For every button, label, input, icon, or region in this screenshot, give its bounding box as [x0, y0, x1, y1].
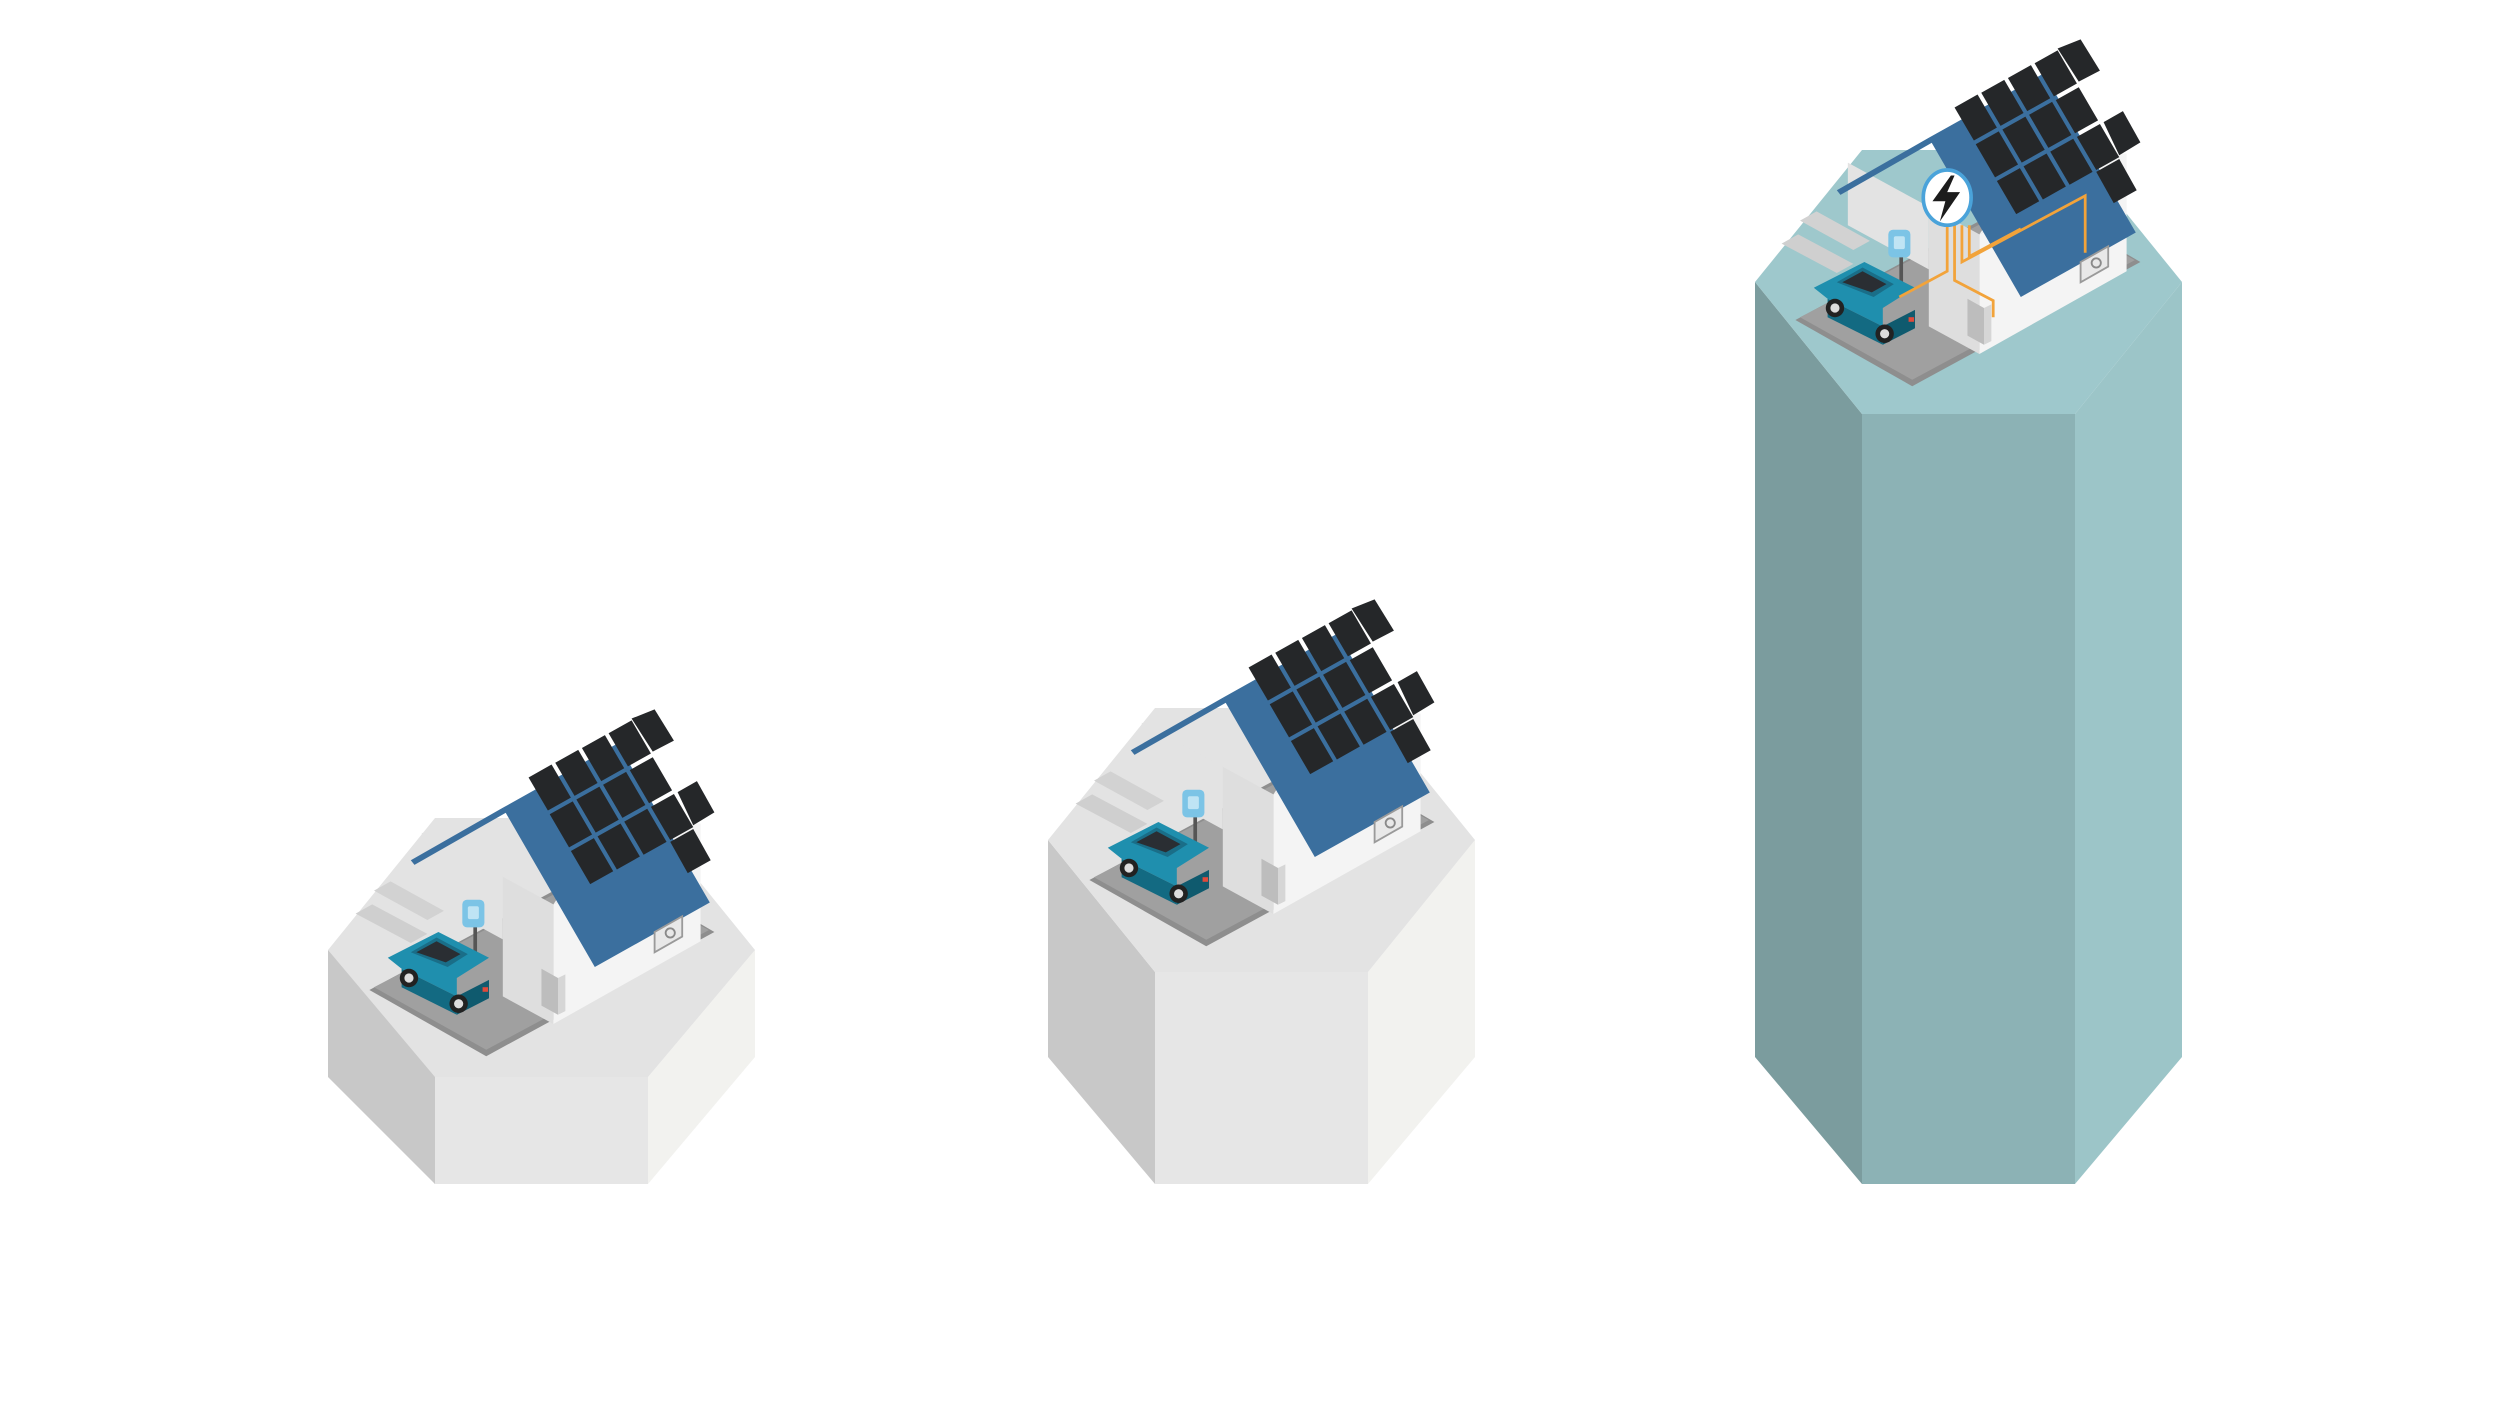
house-large [1780, 39, 2142, 388]
column-medium [1048, 599, 1475, 1184]
column-large [1755, 39, 2182, 1184]
lightning-bolt-icon [1921, 168, 1973, 228]
column-small [328, 709, 755, 1184]
energy-connection-icon [1898, 193, 2087, 318]
